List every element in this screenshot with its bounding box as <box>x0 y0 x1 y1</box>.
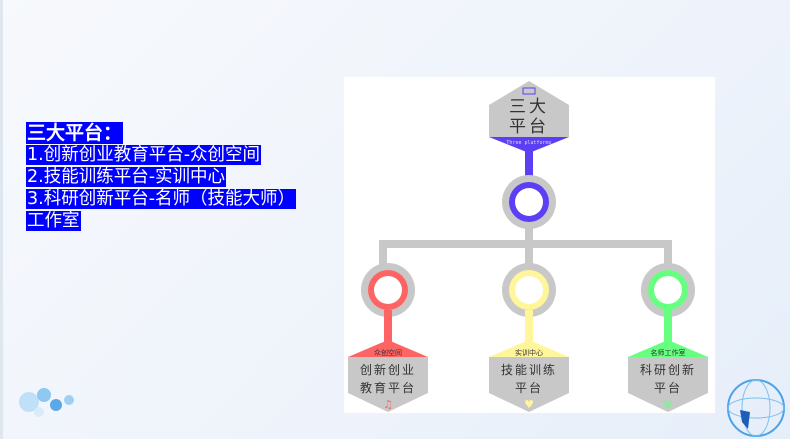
drop-left <box>379 240 387 270</box>
root-subtitle: Three platforms <box>506 140 551 146</box>
platform-summary-text: 三大平台： 1.创新创业教育平台-众创空间 2.技能训练平台-实训中心 3.科研… <box>26 122 297 232</box>
ring-inner <box>374 276 402 304</box>
platform-tag: 众创空间 <box>374 348 402 357</box>
platform-line1: 科研创新 <box>640 362 696 377</box>
globe-decoration <box>727 379 785 437</box>
heart-icon: ♥ <box>524 398 534 411</box>
platform-line2: 平台 <box>654 380 682 395</box>
slide-edge <box>0 0 3 439</box>
summary-line-2: 2.技能训练平台-实训中心 <box>26 167 227 187</box>
grass-icon: ⋓ <box>663 398 672 411</box>
root-line2: 平台 <box>509 117 549 137</box>
root-lower-stem <box>525 225 533 245</box>
platform-tag: 实训中心 <box>515 348 543 357</box>
summary-line-3: 3.科研创新平台-名师（技能大师） <box>26 189 297 209</box>
root-stem <box>525 150 533 190</box>
envelope-icon <box>522 87 536 95</box>
platform-tag-bg <box>489 340 569 357</box>
platform-tag-bg <box>628 340 708 357</box>
platform-hexagon <box>489 357 569 412</box>
ring-inner <box>515 276 543 304</box>
platform-hexagon <box>628 357 708 412</box>
summary-title: 三大平台： <box>26 122 124 144</box>
platform-tag: 名师工作室 <box>651 348 686 357</box>
platform-hexagon <box>348 357 428 412</box>
platform-line2: 教育平台 <box>360 380 416 395</box>
platform-stem <box>525 310 533 344</box>
ring-inner <box>654 276 682 304</box>
medical-icons-decoration <box>19 388 74 417</box>
platform-line2: 平台 <box>515 380 543 395</box>
root-line1: 三大 <box>509 97 549 117</box>
summary-line-1: 1.创新创业教育平台-众创空间 <box>26 145 262 165</box>
root-hexagon: 三大 平台 Three platforms <box>489 81 569 153</box>
music-note-icon: ♫ <box>383 398 393 411</box>
platform-line1: 技能训练 <box>501 362 557 377</box>
platform-line1: 创新创业 <box>360 362 416 377</box>
root-ring <box>502 175 556 229</box>
drop-middle <box>525 240 533 270</box>
platform-stem <box>384 310 392 344</box>
platform-stem <box>664 310 672 344</box>
summary-line-4: 工作室 <box>26 211 81 231</box>
drop-right <box>664 240 672 270</box>
platform-tag-bg <box>348 340 428 357</box>
